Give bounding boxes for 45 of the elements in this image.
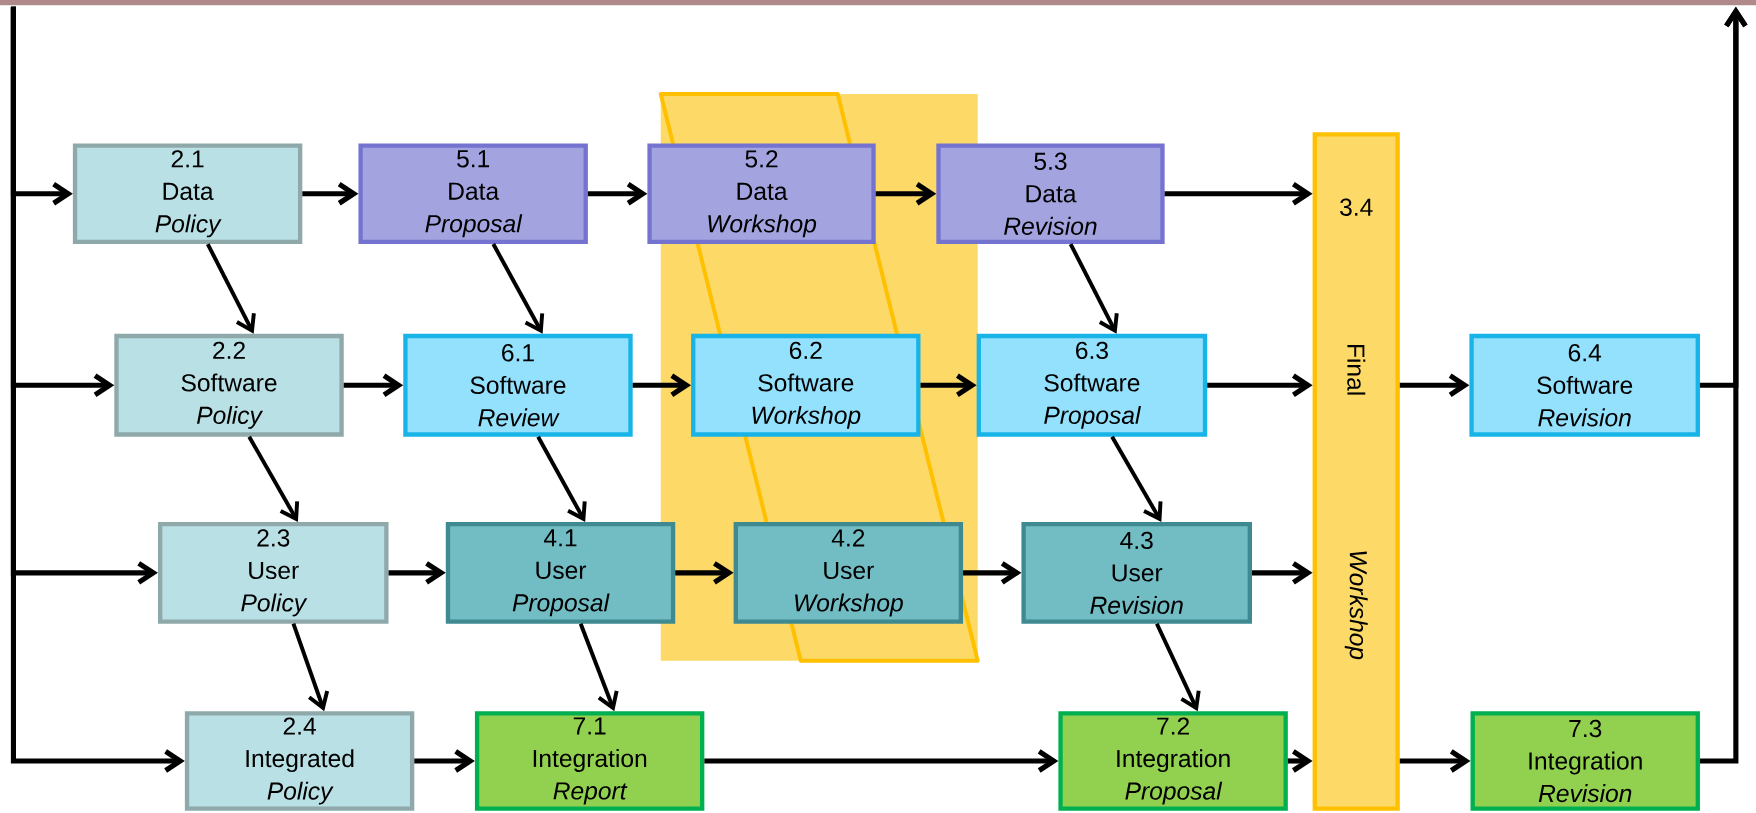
process-box: 4.3 User Revision (1021, 521, 1252, 624)
arrow (291, 623, 330, 712)
process-box: 4.2 User Workshop (733, 521, 964, 624)
arrow (1110, 435, 1163, 522)
arrow (1164, 182, 1313, 206)
arrow (1207, 373, 1313, 397)
arrow (302, 182, 359, 206)
arrow (875, 182, 937, 206)
workshop-bar: 3.4 Final Workshop (1312, 132, 1400, 811)
process-box: 6.4 Software Revision (1469, 333, 1700, 437)
process-box: 7.3 Integration Revision (1470, 711, 1700, 811)
process-box: 5.2 Data Workshop (647, 143, 876, 245)
arrow (920, 373, 977, 397)
arrow (704, 749, 1059, 773)
arrow (578, 623, 619, 712)
arrow (1399, 749, 1471, 773)
arrow (1155, 622, 1201, 712)
arrow (491, 243, 545, 334)
process-box: 2.1 Data Policy (72, 143, 303, 245)
arrow (206, 243, 256, 334)
process-box: 5.1 Data Proposal (358, 143, 588, 245)
arrow (247, 435, 300, 522)
process-box: 7.1 Integration Report (474, 711, 705, 811)
process-box: 6.3 Software Proposal (976, 333, 1208, 437)
process-box: 6.1 Software Review (403, 333, 633, 437)
arrow (963, 561, 1022, 585)
arrow (587, 182, 648, 206)
process-box: 2.4 Integrated Policy (184, 711, 415, 811)
arrow (536, 435, 587, 522)
arrow (414, 749, 475, 773)
arrow (1068, 243, 1119, 334)
arrow (1699, 6, 1748, 764)
arrow (675, 561, 734, 585)
arrow (1399, 373, 1470, 397)
process-box: 4.1 User Proposal (445, 521, 676, 624)
arrow (1252, 561, 1313, 585)
arrow (343, 373, 404, 397)
process-box: 7.2 Integration Proposal (1058, 711, 1288, 811)
process-box: 2.3 User Policy (158, 521, 389, 624)
process-box: 5.3 Data Revision (936, 143, 1165, 245)
arrow (10, 6, 185, 773)
arrow (632, 373, 692, 397)
arrow (388, 561, 446, 585)
process-box: 2.2 Software Policy (114, 333, 344, 437)
process-box: 6.2 Software Workshop (691, 333, 921, 437)
